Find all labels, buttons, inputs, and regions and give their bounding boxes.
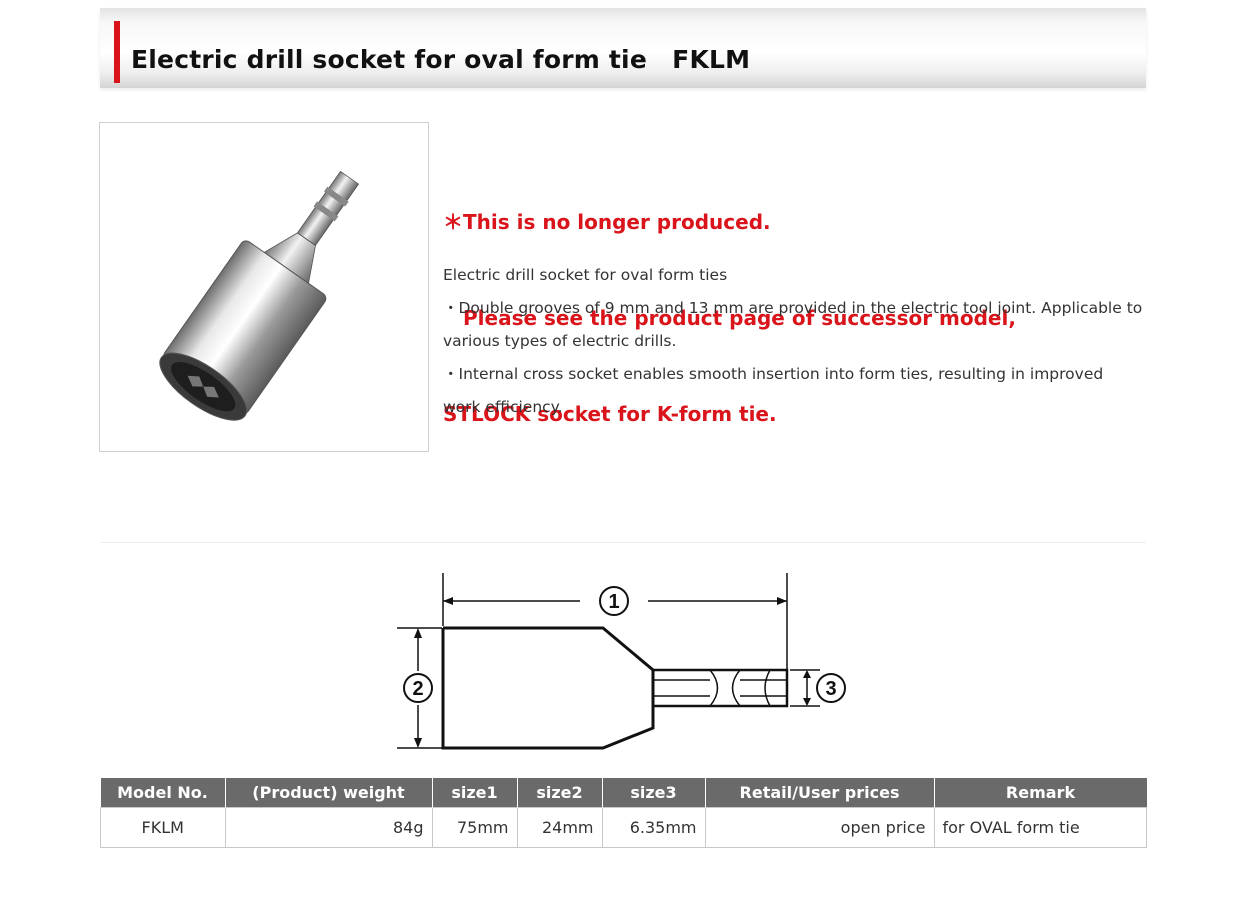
notice-line-2: Please see the product page of successor… (443, 306, 1016, 330)
product-photo (99, 122, 429, 452)
header-weight: (Product) weight (225, 778, 433, 808)
svg-text:2: 2 (412, 678, 423, 700)
product-description: Electric drill socket for oval form ties… (443, 259, 1143, 424)
notice-line-3: STLOCK socket for K-form tie. (443, 402, 777, 426)
header-size1: size1 (432, 778, 518, 808)
svg-text:1: 1 (608, 591, 619, 613)
cell-size2: 24mm (516, 807, 603, 848)
header-size2: size2 (517, 778, 603, 808)
notice-line-1: ＊This is no longer produced. (443, 210, 771, 234)
discontinued-notice: ＊This is no longer produced. Please see … (443, 142, 1163, 462)
table-header-row: Model No. (Product) weight size1 size2 s… (100, 778, 1147, 808)
spec-table: Model No. (Product) weight size1 size2 s… (100, 778, 1147, 848)
page-title: Electric drill socket for oval form tie … (131, 45, 751, 74)
dimension-label-3: 3 (816, 673, 846, 703)
cell-price: open price (704, 807, 935, 848)
header-size3: size3 (602, 778, 706, 808)
socket-photo-image (159, 170, 360, 421)
header-price: Retail/User prices (705, 778, 935, 808)
title-accent-bar (114, 21, 120, 83)
cell-remark: for OVAL form tie (933, 807, 1147, 848)
description-bullet-1: ・Double grooves of 9 mm and 13 mm are pr… (443, 299, 1143, 350)
cell-weight: 84g (224, 807, 433, 848)
svg-text:3: 3 (825, 678, 836, 700)
dimension-label-1: 1 (599, 586, 629, 616)
dimension-diagram: 1 2 3 (397, 573, 846, 750)
description-bullet-2: ・Internal cross socket enables smooth in… (443, 365, 1104, 416)
table-row: FKLM 84g 75mm 24mm 6.35mm open price for… (100, 807, 1147, 848)
description-heading: Electric drill socket for oval form ties (443, 266, 728, 284)
dimension-label-2: 2 (403, 673, 433, 703)
cell-model-no: FKLM (100, 807, 226, 848)
cell-size1: 75mm (431, 807, 518, 848)
header-remark: Remark (934, 778, 1147, 808)
section-divider (100, 542, 1146, 543)
cell-size3: 6.35mm (601, 807, 706, 848)
header-model-no: Model No. (100, 778, 226, 808)
title-bar: Electric drill socket for oval form tie … (100, 8, 1146, 88)
